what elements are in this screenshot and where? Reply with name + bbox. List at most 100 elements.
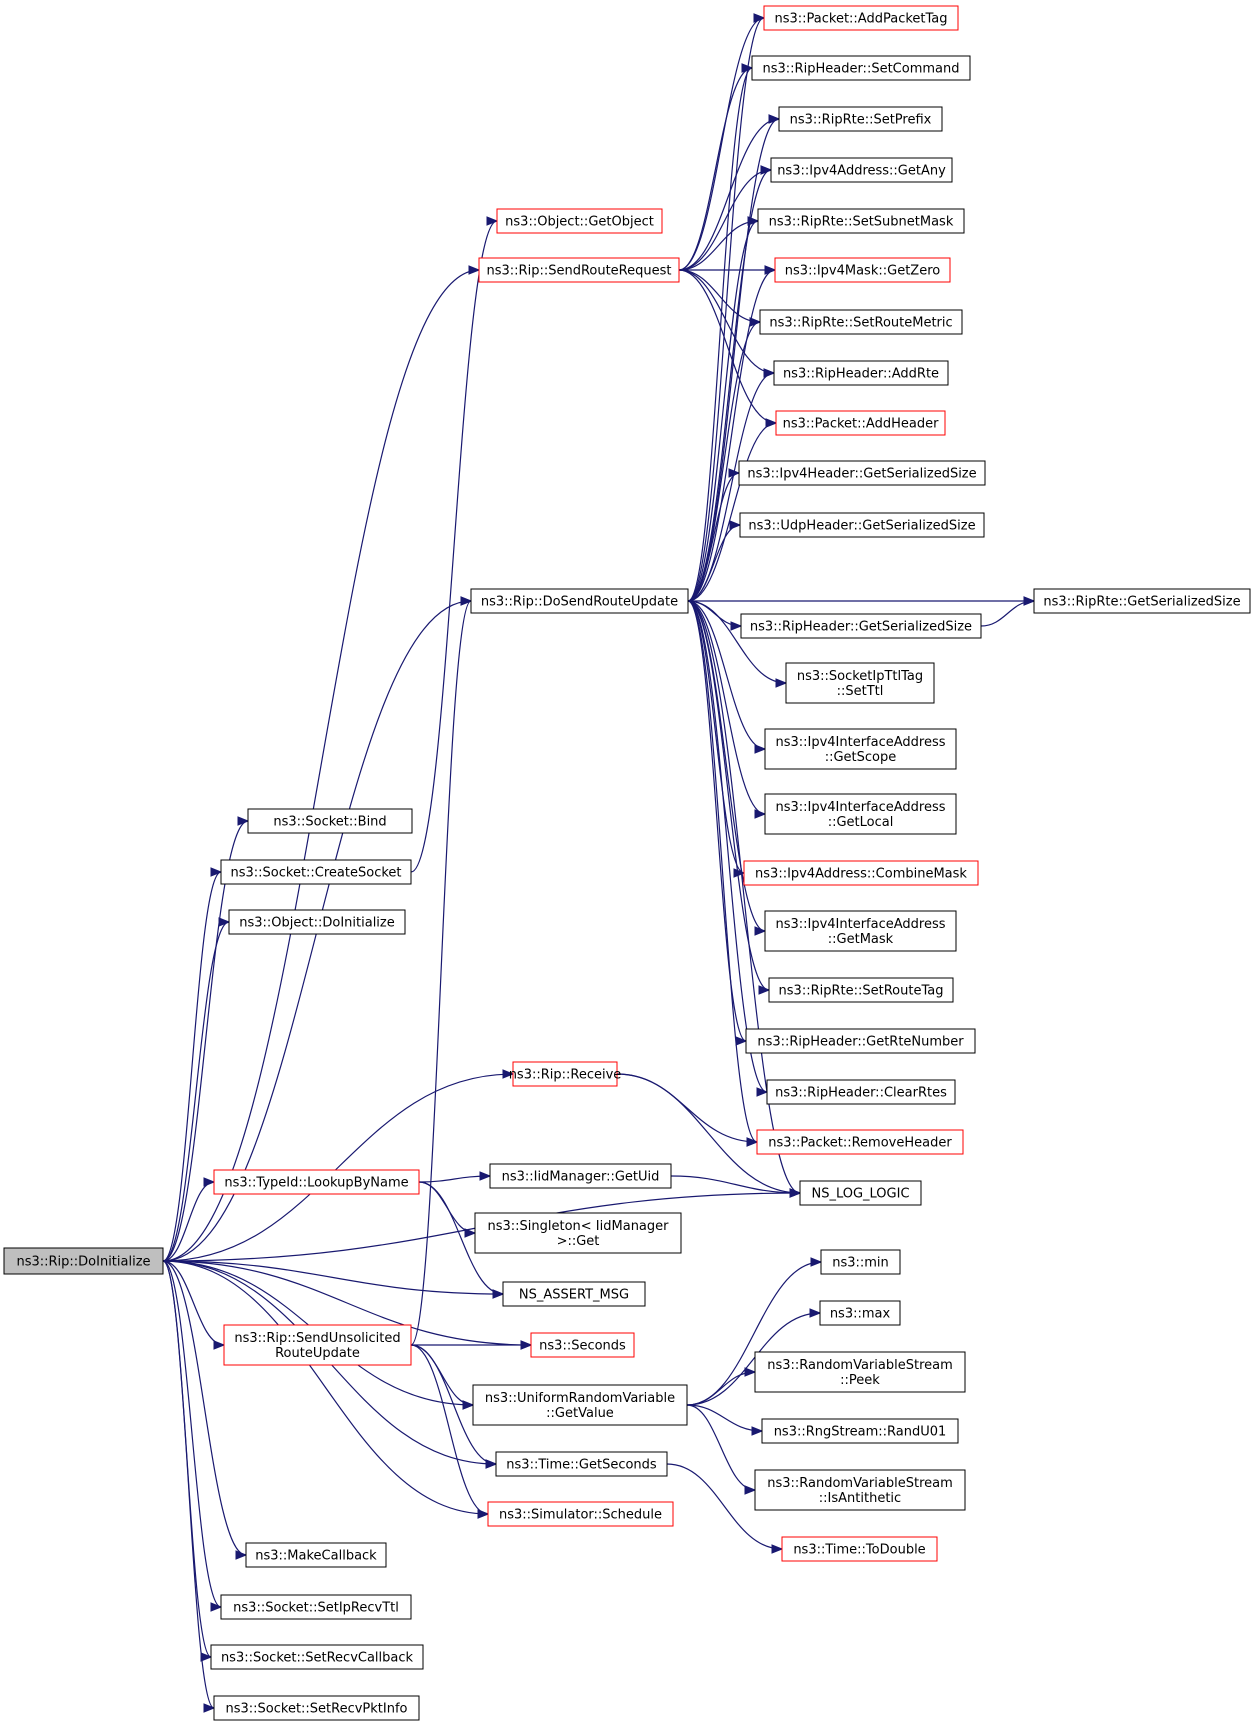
- edge-root-to-set_recv_pktinfo-line: [162, 1260, 215, 1709]
- edge-root-to-ns_assert_msg-line: [162, 1260, 504, 1295]
- node-label: ns3::UdpHeader::GetSerializedSize: [748, 519, 975, 534]
- edge-root-to-object_doinit: [162, 917, 231, 1262]
- node-iidmanager_getuid[interactable]: ns3::IidManager::GetUid: [489, 1163, 672, 1189]
- node-ripheader_size[interactable]: ns3::RipHeader::GetSerializedSize: [740, 613, 982, 639]
- node-box: [819, 1300, 901, 1326]
- node-root[interactable]: ns3::Rip::DoInitialize: [3, 1247, 164, 1275]
- edge-root-to-rip_receive-arrowhead: [502, 1069, 515, 1079]
- node-ripheader_setcommand[interactable]: ns3::RipHeader::SetCommand: [751, 55, 971, 81]
- node-packet_addpackettag[interactable]: ns3::Packet::AddPacketTag: [763, 5, 959, 31]
- edge-do_send_route_update-to-packet_addpackettag-line: [687, 17, 765, 602]
- node-packet_removeheader[interactable]: ns3::Packet::RemoveHeader: [756, 1129, 964, 1155]
- node-set_recv_callback[interactable]: ns3::Socket::SetRecvCallback: [210, 1644, 424, 1670]
- edge-send_unsolicited-to-time_getseconds-arrowhead: [485, 1459, 498, 1469]
- edge-uniform_getvalue-to-rvs_peek-arrowhead: [744, 1367, 757, 1377]
- node-label: ns3::Socket::SetRecvPktInfo: [225, 1702, 407, 1717]
- node-socket_create[interactable]: ns3::Socket::CreateSocket: [220, 859, 412, 885]
- node-seconds[interactable]: ns3::Seconds: [530, 1332, 635, 1358]
- node-riprte_setprefix[interactable]: ns3::RipRte::SetPrefix: [778, 106, 943, 132]
- node-ipv4mask_getzero[interactable]: ns3::Ipv4Mask::GetZero: [774, 257, 951, 283]
- node-label: ns3::Ipv4Address::GetAny: [777, 164, 946, 179]
- node-packet_addheader[interactable]: ns3::Packet::AddHeader: [775, 410, 946, 436]
- node-label: ::GetLocal: [828, 815, 894, 830]
- node-box: [487, 1501, 674, 1527]
- node-riprte_setsubnetmask[interactable]: ns3::RipRte::SetSubnetMask: [757, 208, 965, 234]
- node-box: [247, 808, 413, 834]
- edge-typeid_lookup-to-iidmanager_getuid-arrowhead: [479, 1171, 492, 1181]
- edge-root-to-socket_bind: [162, 816, 250, 1262]
- edge-do_send_route_update-to-ripheader_setcommand-arrowhead: [741, 63, 754, 73]
- edge-do_send_route_update-to-ripheader_setcommand-line: [687, 67, 753, 602]
- node-box: [799, 1180, 922, 1206]
- node-ipv4address_combinemask[interactable]: ns3::Ipv4Address::CombineMask: [743, 860, 979, 886]
- node-ipv4header_size[interactable]: ns3::Ipv4Header::GetSerializedSize: [738, 460, 986, 486]
- node-udpheader_size[interactable]: ns3::UdpHeader::GetSerializedSize: [739, 512, 985, 538]
- edge-root-to-ns_assert_msg: [162, 1260, 505, 1299]
- node-ipv4ifaddr_getlocal[interactable]: ns3::Ipv4InterfaceAddress::GetLocal: [764, 793, 957, 835]
- edge-do_send_route_update-to-packet_addheader: [687, 418, 778, 602]
- node-ns3_min[interactable]: ns3::min: [820, 1249, 901, 1275]
- edge-root-to-set_recv_pktinfo-arrowhead: [203, 1703, 216, 1713]
- node-set_ip_recv_ttl[interactable]: ns3::Socket::SetIpRecvTtl: [220, 1594, 412, 1620]
- node-typeid_lookup[interactable]: ns3::TypeId::LookupByName: [213, 1169, 420, 1195]
- edge-time_getseconds-to-time_todouble: [666, 1463, 784, 1554]
- node-rip_receive[interactable]: ns3::Rip::Receive: [509, 1061, 622, 1087]
- node-riprte_setroutetag[interactable]: ns3::RipRte::SetRouteTag: [768, 977, 954, 1003]
- node-label: ::Peek: [840, 1373, 880, 1388]
- node-ripheader_clearrtes[interactable]: ns3::RipHeader::ClearRtes: [766, 1079, 956, 1105]
- edge-typeid_lookup-to-singleton_get-arrowhead: [464, 1228, 477, 1238]
- node-make_callback[interactable]: ns3::MakeCallback: [245, 1542, 387, 1568]
- edge-do_send_route_update-to-ipv4address_getany: [687, 165, 773, 602]
- node-object_getobject[interactable]: ns3::Object::GetObject: [496, 208, 663, 234]
- edge-send_unsolicited-to-simulator_schedule-arrowhead: [477, 1509, 490, 1519]
- node-object_doinit[interactable]: ns3::Object::DoInitialize: [228, 909, 406, 935]
- node-label: ::IsAntithetic: [819, 1491, 901, 1506]
- node-time_getseconds[interactable]: ns3::Time::GetSeconds: [495, 1451, 668, 1477]
- node-ns_assert_msg[interactable]: NS_ASSERT_MSG: [502, 1281, 646, 1307]
- node-label: ns3::Ipv4Header::GetSerializedSize: [747, 467, 976, 482]
- edge-root-to-set_ip_recv_ttl-line: [162, 1260, 222, 1608]
- node-do_send_route_update[interactable]: ns3::Rip::DoSendRouteUpdate: [470, 588, 689, 614]
- edge-do_send_route_update-to-socketipttltag_setttl-arrowhead: [775, 678, 788, 688]
- node-set_recv_pktinfo[interactable]: ns3::Socket::SetRecvPktInfo: [213, 1695, 420, 1721]
- node-ipv4ifaddr_getscope[interactable]: ns3::Ipv4InterfaceAddress::GetScope: [764, 728, 957, 770]
- edge-do_send_route_update-to-ipv4header_size: [687, 468, 741, 602]
- node-ipv4ifaddr_getmask[interactable]: ns3::Ipv4InterfaceAddress::GetMask: [764, 910, 957, 952]
- edge-do_send_route_update-to-riprte_setroutetag: [687, 600, 771, 995]
- node-socket_bind[interactable]: ns3::Socket::Bind: [247, 808, 413, 834]
- node-box: [739, 512, 985, 538]
- node-uniform_getvalue[interactable]: ns3::UniformRandomVariable::GetValue: [472, 1384, 688, 1426]
- node-box: [770, 157, 953, 183]
- edge-root-to-make_callback-line: [162, 1260, 247, 1556]
- node-label: ns3::Rip::DoInitialize: [16, 1255, 150, 1270]
- edge-do_send_route_update-to-ipv4address_combinemask-arrowhead: [733, 868, 746, 878]
- node-ns3_max[interactable]: ns3::max: [819, 1300, 901, 1326]
- node-label: ns3::Ipv4Address::CombineMask: [755, 867, 967, 882]
- node-time_todouble[interactable]: ns3::Time::ToDouble: [781, 1536, 938, 1562]
- node-rvs_isantithetic[interactable]: ns3::RandomVariableStream::IsAntithetic: [754, 1469, 966, 1511]
- node-label: ns3::Rip::SendUnsolicited: [234, 1331, 400, 1346]
- node-rngstream_randu01[interactable]: ns3::RngStream::RandU01: [761, 1418, 959, 1444]
- edge-socket_create-to-object_getobject-arrowhead: [486, 216, 499, 226]
- node-simulator_schedule[interactable]: ns3::Simulator::Schedule: [487, 1501, 674, 1527]
- node-rvs_peek[interactable]: ns3::RandomVariableStream::Peek: [754, 1351, 966, 1393]
- node-ns_log_logic[interactable]: NS_LOG_LOGIC: [799, 1180, 922, 1206]
- node-send_route_request[interactable]: ns3::Rip::SendRouteRequest: [478, 257, 680, 283]
- edge-send_unsolicited-to-uniform_getvalue-arrowhead: [462, 1400, 475, 1410]
- edge-root-to-make_callback-arrowhead: [235, 1550, 248, 1560]
- node-riprte_size[interactable]: ns3::RipRte::GetSerializedSize: [1033, 588, 1251, 614]
- node-ripheader_getrtenumber[interactable]: ns3::RipHeader::GetRteNumber: [745, 1028, 976, 1054]
- edge-do_send_route_update-to-ipv4ifaddr_getmask-arrowhead: [754, 926, 767, 936]
- node-label: ns3::RipRte::SetSubnetMask: [769, 215, 954, 230]
- node-riprte_setroutemetric[interactable]: ns3::RipRte::SetRouteMetric: [759, 309, 963, 335]
- node-socketipttltag_setttl[interactable]: ns3::SocketIpTtlTag::SetTtl: [785, 662, 935, 704]
- node-box: [512, 1061, 618, 1087]
- node-singleton_get[interactable]: ns3::Singleton< IidManager>::Get: [474, 1212, 682, 1254]
- node-box: [785, 662, 935, 704]
- node-label: ns3::Packet::AddHeader: [783, 417, 939, 432]
- node-ipv4address_getany[interactable]: ns3::Ipv4Address::GetAny: [770, 157, 953, 183]
- node-box: [781, 1536, 938, 1562]
- node-ripheader_addrte[interactable]: ns3::RipHeader::AddRte: [773, 360, 949, 386]
